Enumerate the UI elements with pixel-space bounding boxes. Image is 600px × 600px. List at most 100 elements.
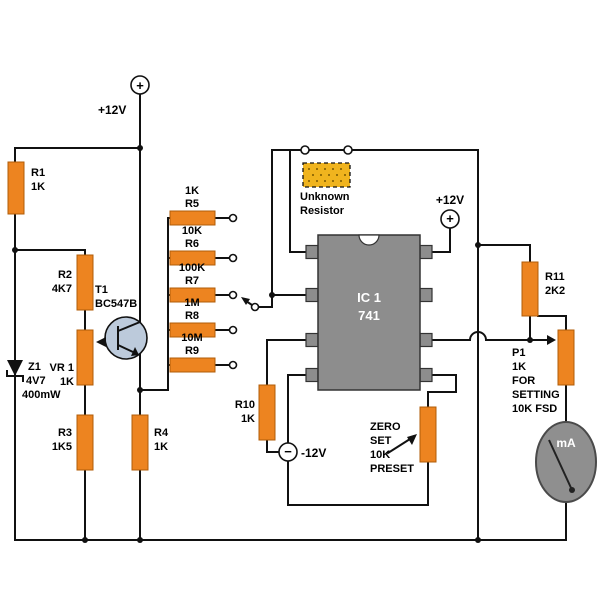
plus-symbol-ic: +: [446, 211, 454, 226]
unknown-resistor: [300, 145, 353, 188]
r6-value-label: 10K: [182, 225, 202, 237]
switch-contact-r5: [228, 213, 238, 223]
p1-label-4: SETTING: [512, 389, 560, 401]
top-supply-label: +12V: [98, 103, 126, 117]
r6-ref-label: R6: [185, 238, 199, 250]
unknown-label-line2: Resistor: [300, 205, 345, 217]
r5-value-label: 1K: [185, 185, 199, 197]
ic-part-label: 741: [358, 308, 380, 323]
resistor-r5: [169, 210, 216, 226]
t1-ref-label: T1: [95, 284, 108, 296]
ic-pin-l1: [305, 244, 319, 260]
transistor-t1: [96, 316, 148, 360]
r11-value-label: 2K2: [545, 285, 565, 297]
switch-contact-r9: [228, 360, 238, 370]
zero-preset-label-2: SET: [370, 435, 392, 447]
switch-contact-r6: [228, 253, 238, 263]
z1-ref-label: Z1: [28, 361, 41, 373]
wire-hop: [468, 331, 488, 342]
z1-value-label: 4V7: [26, 375, 46, 387]
resistor-r2: [76, 254, 94, 311]
preset-zero-set: [419, 406, 437, 463]
r4-value-label: 1K: [154, 441, 168, 453]
supply-terminals: + + −: [130, 75, 460, 462]
meter-body: [535, 421, 597, 503]
r9-value-label: 10M: [181, 332, 202, 344]
switch-contact-r7: [228, 290, 238, 300]
ic-pin-r4: [419, 367, 433, 383]
plus-terminal-top: [130, 75, 150, 95]
r7-ref-label: R7: [185, 275, 199, 287]
transistor-body: [104, 316, 148, 360]
ic-body: [317, 234, 421, 391]
labels: +12V R1 1K R2 4K7 T1 BC547B Z1 4V7 400mW…: [22, 103, 565, 475]
p1-label-5: 10K FSD: [512, 403, 557, 415]
p1-label-3: FOR: [512, 375, 535, 387]
resistor-r10: [258, 384, 276, 441]
zero-preset-label-3: 10K: [370, 449, 390, 461]
zero-preset-label-4: PRESET: [370, 463, 414, 475]
plus-symbol-top: +: [136, 78, 144, 93]
vr1-value-label: 1K: [60, 376, 74, 388]
unknown-box-texture: [308, 168, 346, 182]
r1-value-label: 1K: [31, 181, 45, 193]
resistors: [7, 161, 575, 471]
trimmer-vr1: [76, 329, 94, 386]
meter-unit-label: mA: [556, 436, 576, 450]
z1-power-label: 400mW: [22, 389, 61, 401]
r10-value-label: 1K: [241, 413, 255, 425]
unknown-terminal-left: [300, 145, 310, 155]
unknown-terminal-right: [343, 145, 353, 155]
r5-ref-label: R5: [185, 198, 199, 210]
r8-value-label: 1M: [184, 297, 199, 309]
r3-ref-label: R3: [58, 427, 72, 439]
resistor-r3: [76, 414, 94, 471]
resistor-r8: [169, 322, 216, 338]
t1-part-label: BC547B: [95, 298, 137, 310]
ic-pin-r2: [419, 287, 433, 303]
r9-ref-label: R9: [185, 345, 199, 357]
r10-ref-label: R10: [235, 399, 255, 411]
ic1-opamp: IC 1 741: [305, 234, 433, 391]
p1-label-2: 1K: [512, 361, 526, 373]
junction-dots: [12, 145, 533, 543]
resistor-r7: [169, 287, 216, 303]
r1-ref-label: R1: [31, 167, 45, 179]
zero-preset-label-1: ZERO: [370, 421, 401, 433]
meter: mA: [535, 421, 597, 503]
meter-needle: [548, 439, 573, 491]
adjust-arrows: [407, 335, 556, 445]
r8-ref-label: R8: [185, 310, 199, 322]
r2-value-label: 4K7: [52, 283, 72, 295]
switch-wiper-arrow: [241, 297, 250, 305]
switch-contact-r8: [228, 325, 238, 335]
range-switch: [228, 213, 260, 370]
p1-label-1: P1: [512, 347, 525, 359]
r2-ref-label: R2: [58, 269, 72, 281]
zener-triangle: [7, 360, 23, 376]
resistor-r1: [7, 161, 25, 215]
r7-value-label: 100K: [179, 262, 205, 274]
meter-needle-pivot: [569, 487, 575, 493]
r3-value-label: 1K5: [52, 441, 72, 453]
wires: [14, 93, 567, 541]
ic-supply-label: +12V: [436, 193, 464, 207]
ic-pin-l2: [305, 287, 319, 303]
resistor-r4: [131, 414, 149, 471]
r4-ref-label: R4: [154, 427, 169, 439]
p1-wiper-arrow: [547, 335, 556, 345]
emitter-arrow: [131, 347, 139, 356]
ic-pin-r3: [419, 332, 433, 348]
switch-pole: [250, 302, 260, 312]
zener-bar: [6, 370, 24, 382]
unknown-resistor-box: [302, 162, 351, 188]
r11-ref-label: R11: [545, 271, 565, 283]
resistor-r9: [169, 357, 216, 373]
zero-preset-arrow: [407, 434, 417, 445]
ic-pin-l4: [305, 367, 319, 383]
ic-ref-label: IC 1: [357, 290, 381, 305]
ic-pin-r1: [419, 244, 433, 260]
pot-p1: [557, 329, 575, 386]
